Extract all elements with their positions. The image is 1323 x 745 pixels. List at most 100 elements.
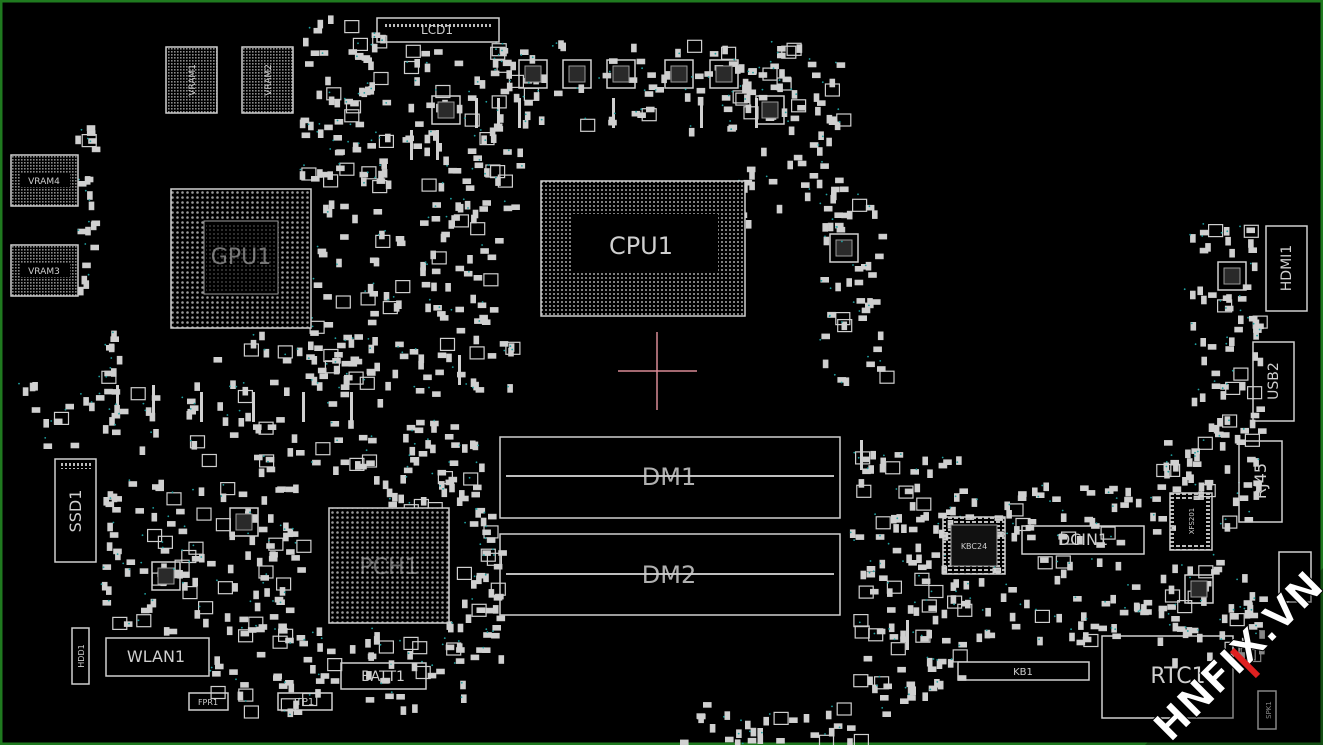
smd-component[interactable] [333,466,339,476]
smd-component[interactable] [820,276,830,283]
smd-component[interactable] [757,735,764,745]
smd-component[interactable] [214,656,220,665]
smd-component[interactable] [917,564,927,571]
smd-component[interactable] [830,194,837,204]
smd-component[interactable] [1241,637,1251,644]
smd-component[interactable] [491,632,500,639]
smd-component[interactable] [384,133,391,143]
smd-component[interactable] [153,428,159,438]
smd-component[interactable] [1208,292,1217,298]
smd-component[interactable] [1008,503,1024,517]
bar-component[interactable] [252,392,255,422]
smd-component[interactable] [43,418,50,428]
smd-component[interactable] [933,525,939,534]
smd-component[interactable] [367,143,377,149]
smd-component[interactable] [928,685,938,692]
smd-component[interactable] [469,440,476,450]
smd-component[interactable] [312,459,321,466]
smd-component[interactable] [269,614,279,620]
smd-component[interactable] [1208,423,1215,433]
smd-component[interactable] [84,176,91,185]
smd-component[interactable] [762,67,778,81]
smd-component[interactable] [424,63,431,73]
smd-component[interactable] [481,647,491,654]
smd-component[interactable] [431,251,447,265]
smd-component[interactable] [373,71,389,86]
smd-component[interactable] [777,83,783,93]
smd-component[interactable] [272,675,282,681]
smd-component[interactable] [482,200,492,206]
smd-component[interactable] [907,695,916,701]
smd-component[interactable] [788,126,795,136]
smd-component[interactable] [846,210,853,220]
smd-component[interactable] [941,637,951,644]
smd-component[interactable] [768,178,778,185]
smd-component[interactable] [883,683,893,690]
smd-component[interactable] [253,590,259,600]
smd-component[interactable] [412,704,418,713]
smd-component[interactable] [415,387,425,394]
smd-component[interactable] [379,230,385,240]
smd-component[interactable] [371,43,378,53]
smd-component[interactable] [448,220,455,229]
smd-component[interactable] [1199,229,1209,236]
smd-component[interactable] [102,599,112,606]
smd-component[interactable] [369,82,376,91]
smd-component[interactable] [745,104,752,114]
smd-component[interactable] [1225,381,1241,395]
smd-component[interactable] [503,205,513,212]
smd-component[interactable] [1110,594,1116,604]
smd-component[interactable] [420,267,426,277]
smd-component[interactable] [104,388,113,395]
smd-component[interactable] [291,434,298,443]
smd-component[interactable] [213,356,223,363]
smd-component[interactable] [217,402,223,411]
smd-component[interactable] [303,656,313,663]
smd-component[interactable] [776,737,785,744]
smd-component[interactable] [728,61,738,67]
smd-component[interactable] [863,655,873,662]
smd-component[interactable] [145,407,152,416]
smd-component[interactable] [304,61,314,67]
bar-component[interactable] [152,385,155,415]
smd-component[interactable] [158,479,164,489]
smd-component[interactable] [264,588,270,597]
smd-component[interactable] [460,680,466,690]
smd-component[interactable] [457,203,464,213]
smd-component[interactable] [476,607,486,614]
smd-component[interactable] [971,498,978,507]
smd-component[interactable] [201,453,217,468]
smd-component[interactable] [112,429,121,436]
bar-component[interactable] [860,440,863,470]
smd-component[interactable] [438,182,445,192]
smd-component[interactable] [858,315,868,322]
smd-component[interactable] [464,200,471,210]
smd-component[interactable] [112,506,121,513]
smd-component[interactable] [1228,604,1235,613]
smd-component[interactable] [238,491,248,498]
hdmi-connector[interactable]: HDMI1 [1265,225,1308,312]
speaker-connector[interactable]: SPK1 [1257,690,1277,730]
smd-component[interactable] [702,702,712,708]
smd-component[interactable] [958,641,968,648]
smd-component[interactable] [976,633,983,643]
smd-component[interactable] [487,353,497,359]
smd-component[interactable] [1248,315,1258,322]
smd-component[interactable] [873,676,890,690]
smd-component[interactable] [1060,513,1067,523]
smd-component[interactable] [953,493,960,502]
smd-component[interactable] [793,154,803,161]
smd-component[interactable] [256,651,266,658]
smd-component[interactable] [476,575,482,585]
smd-component[interactable] [437,352,447,359]
smd-component[interactable] [308,121,314,131]
smd-component[interactable] [1017,495,1027,502]
smd-component[interactable] [258,565,274,579]
smd-component[interactable] [323,348,339,363]
smd-component[interactable] [721,95,731,101]
smd-component[interactable] [926,560,932,569]
smd-component[interactable] [355,121,365,128]
smd-component[interactable] [854,265,864,272]
smd-component[interactable] [1027,534,1036,541]
smd-component[interactable] [910,469,920,475]
